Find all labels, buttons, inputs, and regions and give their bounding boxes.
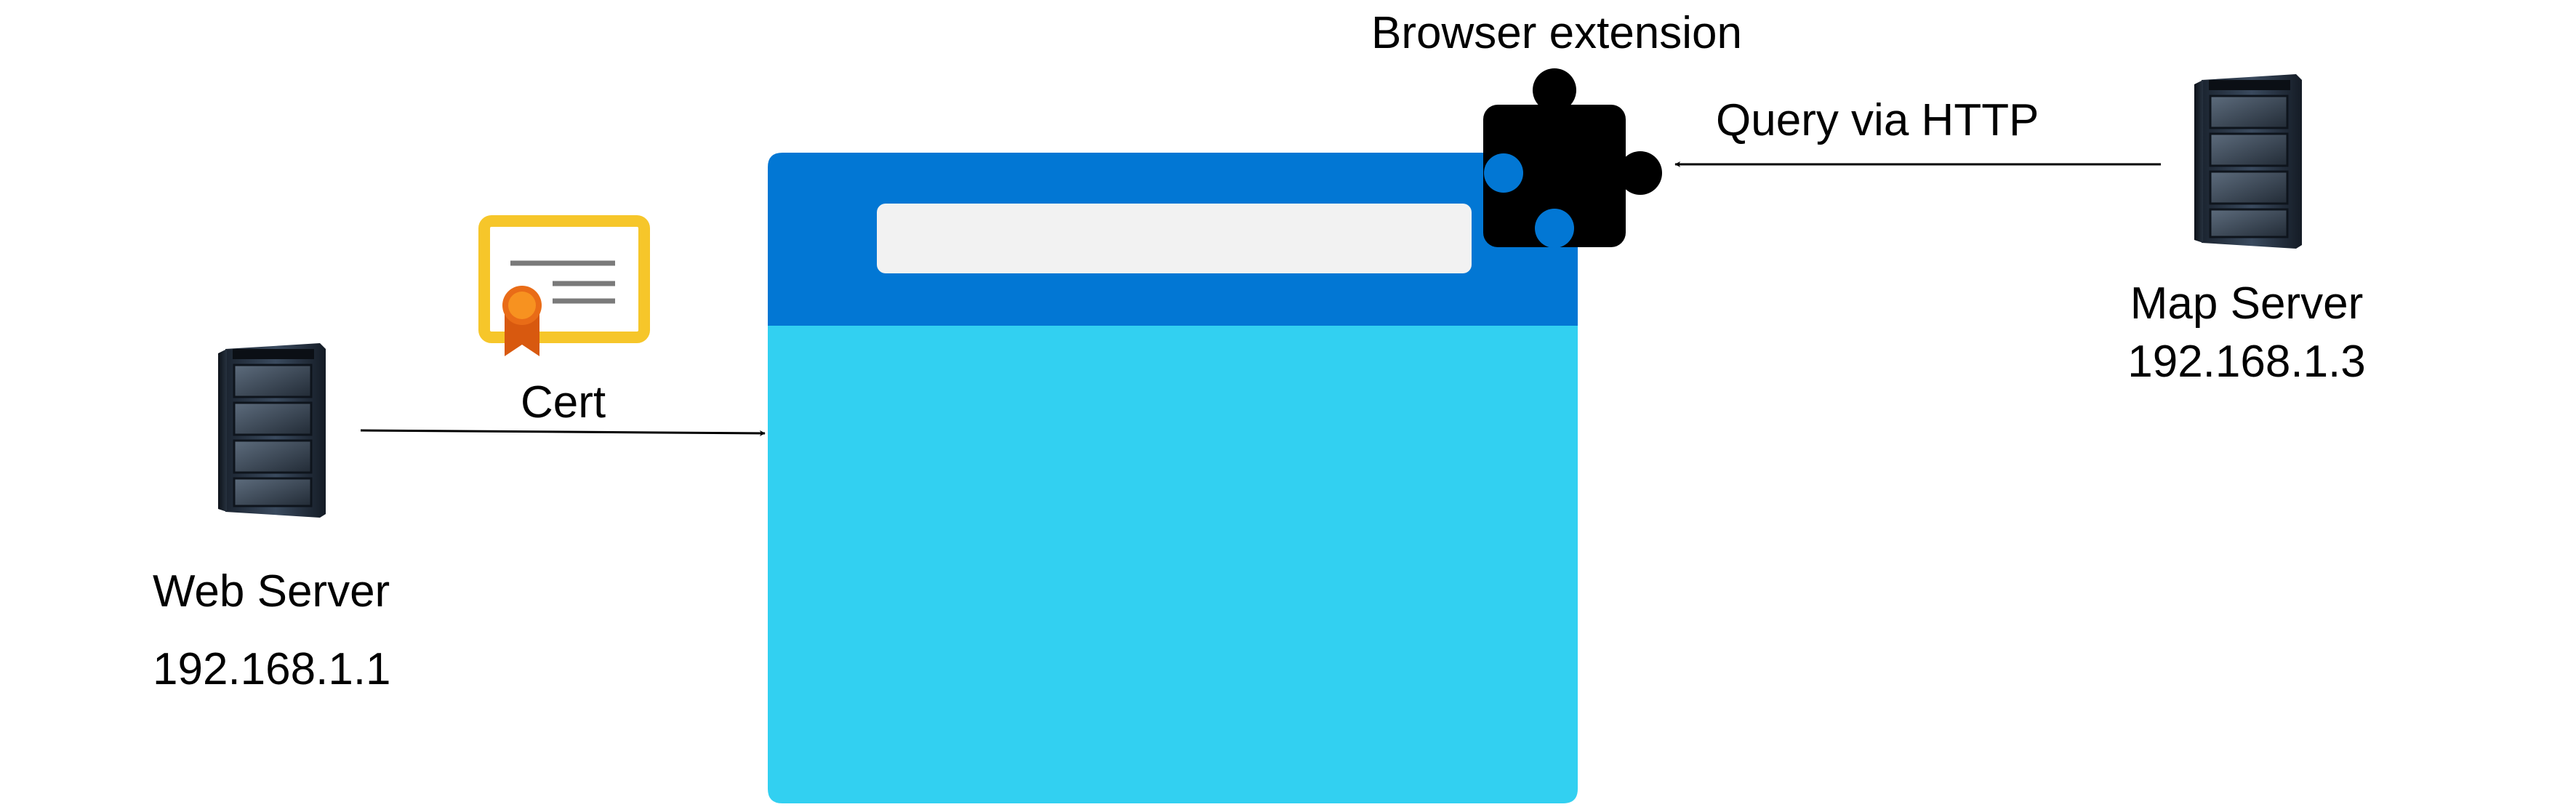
query-label: Query via HTTP [1716,95,2039,145]
certificate-icon [478,215,650,356]
browser-body [768,320,1578,803]
map-server-name: Map Server [2130,278,2364,329]
web-server-name: Web Server [153,566,390,617]
web-server-icon [218,343,326,518]
web-server-ip: 192.168.1.1 [153,644,391,694]
cert-label: Cert [521,377,606,427]
puzzle-piece-icon [1483,68,1662,248]
browser-window-icon [768,153,1578,803]
cert-arrow [360,429,766,436]
address-bar [877,204,1472,273]
browser-extension-label: Browser extension [1371,8,1743,58]
map-server-icon [2194,74,2302,249]
map-server-ip: 192.168.1.3 [2127,337,2366,387]
